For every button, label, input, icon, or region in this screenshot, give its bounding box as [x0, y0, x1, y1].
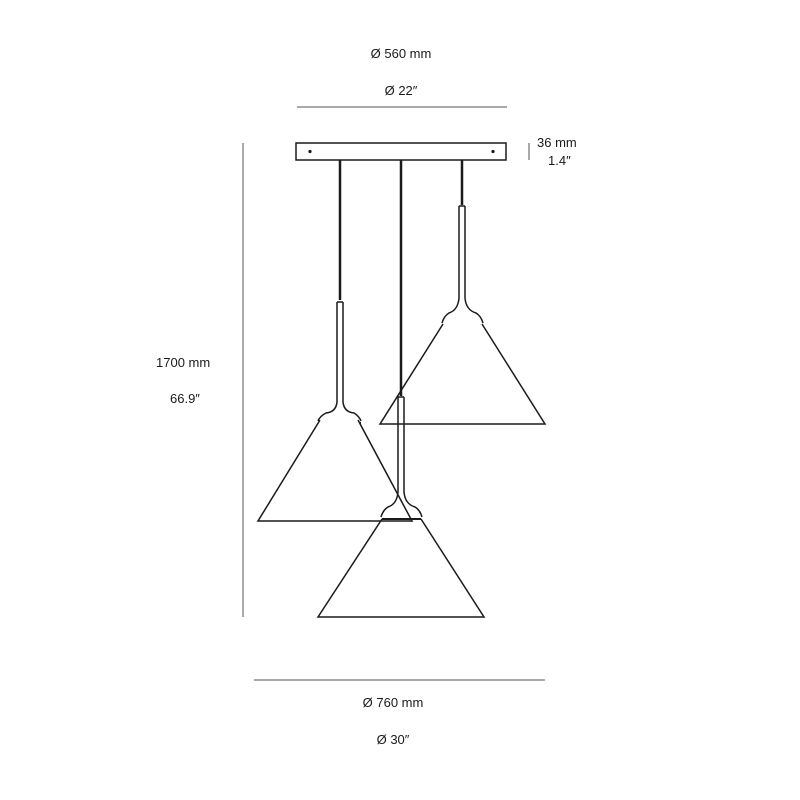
neck-left — [317, 401, 362, 422]
canopy — [295, 142, 507, 161]
overall-width-metric-label: Ø 760 mm — [362, 695, 424, 710]
canopy-width-imperial-label: Ø 22″ — [384, 83, 418, 98]
pendant-center — [316, 160, 486, 618]
stem-center — [397, 396, 405, 492]
pendant-right — [378, 160, 547, 425]
neck-center — [380, 491, 423, 518]
stem-left — [336, 301, 344, 402]
canopy-height-metric-label: 36 mm — [537, 135, 577, 150]
neck-right — [441, 297, 484, 324]
shade-left — [256, 419, 414, 522]
overall-height-metric-label: 1700 mm — [156, 355, 211, 370]
canopy-width-metric-label: Ø 560 mm — [370, 46, 432, 61]
overall-width-imperial-label: Ø 30″ — [376, 732, 410, 747]
overall-height-imperial-label: 66.9″ — [170, 391, 200, 406]
stem-right — [458, 205, 466, 298]
shade-right — [378, 323, 547, 425]
canopy-screw-right — [491, 149, 495, 154]
pendant-left — [256, 160, 414, 522]
canopy-height-imperial-label: 1.4″ — [548, 153, 571, 168]
canopy-screw-left — [308, 149, 312, 154]
shade-center — [316, 518, 486, 618]
